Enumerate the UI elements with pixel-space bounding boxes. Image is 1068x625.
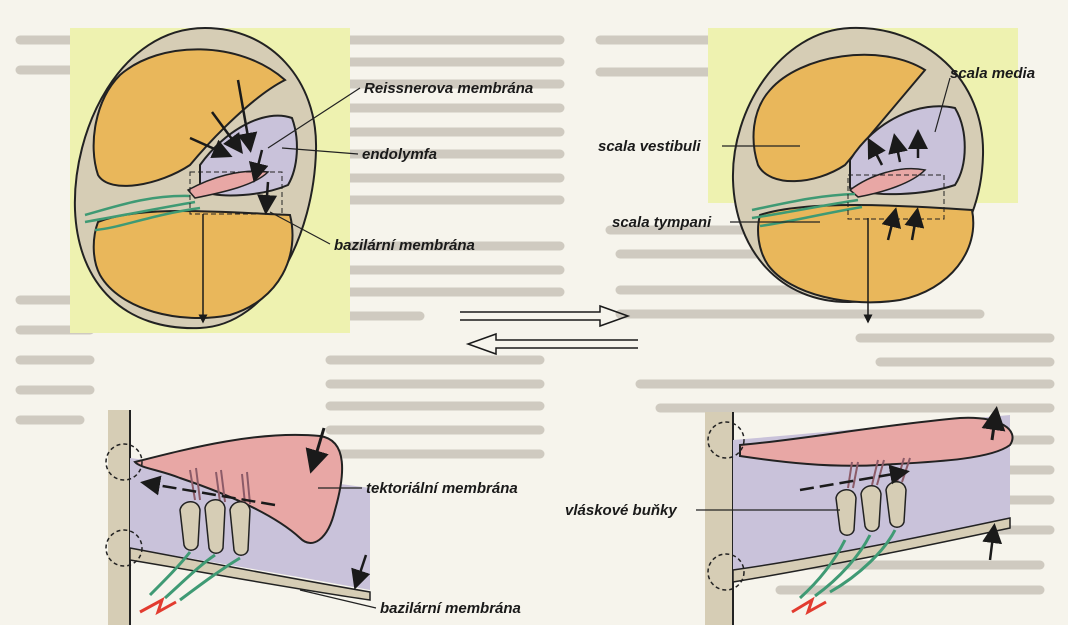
label-tectorial-membrane: tektoriální membrána [366,480,518,497]
label-reissner-membrane: Reissnerova membrána [364,80,533,97]
cochlea-right [733,28,983,322]
arrow-right-double [460,306,628,326]
bone-wall-left [108,410,130,625]
spark-icon-left [140,600,176,612]
hair-cells-left [180,500,250,556]
label-basilar-membrane-bottom: bazilární membrána [380,600,521,617]
label-scala-media: scala media [950,65,1035,82]
label-endolymph: endolymfa [362,146,437,163]
label-scala-vestibuli: scala vestibuli [598,138,701,155]
detail-left [106,410,370,625]
label-basilar-membrane-top: bazilární membrána [334,237,475,254]
hair-cells-right [836,482,906,536]
arrow-left-double [468,334,638,354]
label-scala-tympani: scala tympani [612,214,712,231]
transition-arrows [460,306,638,354]
spark-icon-right [792,600,826,612]
label-hair-cells: vláskové buňky [565,502,677,519]
